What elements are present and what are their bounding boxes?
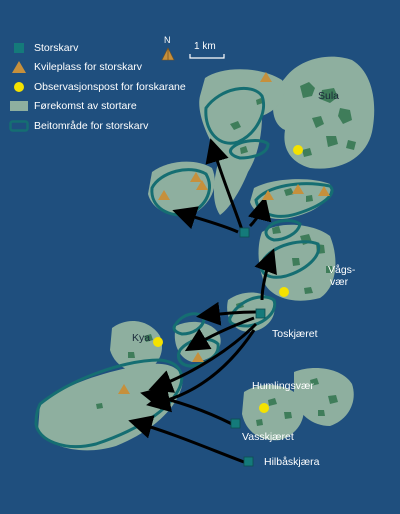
outline-box-icon bbox=[8, 120, 30, 132]
observation-post-dot bbox=[293, 145, 303, 155]
gray-area-icon bbox=[8, 100, 30, 112]
observation-post-dot bbox=[259, 403, 269, 413]
feeding-area bbox=[150, 168, 211, 217]
arrow bbox=[172, 206, 239, 234]
island bbox=[256, 419, 263, 426]
place-label-humlingsvaer: Humlingsvær bbox=[252, 380, 314, 392]
island bbox=[256, 98, 263, 105]
observation-posts bbox=[153, 145, 303, 413]
island bbox=[284, 412, 292, 419]
island bbox=[292, 258, 300, 266]
place-label-kya: Kya bbox=[132, 332, 151, 344]
colony-square bbox=[239, 227, 250, 238]
resting-sites bbox=[118, 72, 330, 394]
island bbox=[300, 82, 315, 98]
place-label-hilbaskjaera: Hilbåskjæra bbox=[264, 456, 320, 468]
arrow bbox=[184, 316, 255, 352]
observation-post-dot bbox=[279, 287, 289, 297]
scale-bar bbox=[189, 54, 225, 59]
legend-label: Beitområde for storskarv bbox=[34, 119, 149, 132]
resting-site-triangle bbox=[190, 172, 202, 182]
legend-label: Storskarv bbox=[34, 41, 79, 54]
legend-label: Observasjonspost for forskarane bbox=[34, 80, 186, 93]
legend-item-colony: Storskarv bbox=[8, 38, 186, 58]
arrow bbox=[140, 386, 233, 426]
arrow bbox=[254, 248, 277, 301]
colony-square bbox=[230, 418, 241, 429]
island bbox=[310, 378, 319, 386]
island bbox=[240, 146, 248, 154]
legend-item-observation-post: Observasjonspost for forskarane bbox=[8, 77, 186, 97]
island bbox=[284, 188, 294, 196]
north-label: N bbox=[164, 35, 171, 45]
arrow bbox=[205, 138, 244, 231]
place-label-vagsvaer-1: Vågs- bbox=[328, 264, 356, 276]
teal-square-icon bbox=[8, 42, 30, 54]
yellow-circle-icon bbox=[8, 81, 30, 93]
island bbox=[312, 116, 324, 128]
arrow bbox=[148, 322, 258, 393]
island bbox=[318, 410, 325, 416]
kelp-area-sula bbox=[272, 56, 375, 169]
island bbox=[346, 140, 356, 150]
resting-site-triangle bbox=[192, 352, 204, 362]
colonies bbox=[230, 227, 266, 467]
island bbox=[230, 121, 241, 130]
scale-label: 1 km bbox=[194, 41, 216, 52]
arrow bbox=[128, 415, 245, 464]
island bbox=[304, 287, 313, 294]
resting-site-triangle bbox=[292, 184, 304, 194]
observation-post-dot bbox=[153, 337, 163, 347]
island bbox=[338, 108, 352, 124]
arrow bbox=[196, 301, 257, 326]
resting-site-triangle bbox=[260, 72, 272, 82]
feeding-area bbox=[228, 139, 270, 160]
legend: Storskarv Kvileplass for storskarv Obser… bbox=[8, 38, 186, 136]
legend-label: Kvileplass for storskarv bbox=[34, 61, 142, 74]
island bbox=[268, 398, 277, 406]
orange-triangle-icon bbox=[8, 61, 30, 74]
feeding-area bbox=[228, 295, 277, 328]
island bbox=[306, 195, 313, 202]
resting-site-triangle bbox=[118, 384, 130, 394]
legend-item-resting-site: Kvileplass for storskarv bbox=[8, 58, 186, 78]
arrow bbox=[247, 196, 272, 228]
place-label-vasskjaeret: Vasskjæret bbox=[242, 431, 294, 443]
island bbox=[144, 334, 153, 342]
feeding-area bbox=[264, 219, 302, 242]
feeding-area bbox=[34, 358, 183, 449]
feeding-area bbox=[259, 240, 321, 279]
place-label-toskjaeret: Toskjæret bbox=[272, 328, 318, 340]
island bbox=[326, 266, 333, 273]
resting-site-triangle bbox=[318, 186, 330, 196]
island bbox=[272, 226, 281, 234]
resting-site-triangle bbox=[262, 190, 274, 200]
island bbox=[302, 148, 312, 157]
place-label-vagsvaer-2: vær bbox=[330, 276, 349, 288]
legend-item-kelp: Førekomst av stortare bbox=[8, 97, 186, 117]
island bbox=[96, 403, 103, 409]
kelp-area-humlingsvaer bbox=[242, 385, 304, 441]
scale-bar-line bbox=[189, 54, 225, 59]
island bbox=[326, 136, 338, 147]
north-arrow bbox=[161, 47, 175, 61]
island bbox=[328, 395, 338, 404]
kelp-area-southeast bbox=[294, 368, 354, 426]
island bbox=[320, 88, 338, 103]
legend-label: Førekomst av stortare bbox=[34, 100, 137, 113]
colony-square bbox=[243, 456, 254, 467]
colony-square bbox=[255, 308, 266, 319]
legend-item-feeding-area: Beitområde for storskarv bbox=[8, 116, 186, 136]
feeding-area bbox=[204, 86, 265, 145]
resting-site-triangle bbox=[196, 180, 208, 190]
movement-arrows bbox=[128, 138, 277, 464]
resting-site-triangle bbox=[158, 190, 170, 200]
island bbox=[128, 352, 135, 358]
place-label-sula: Sula bbox=[318, 90, 340, 102]
